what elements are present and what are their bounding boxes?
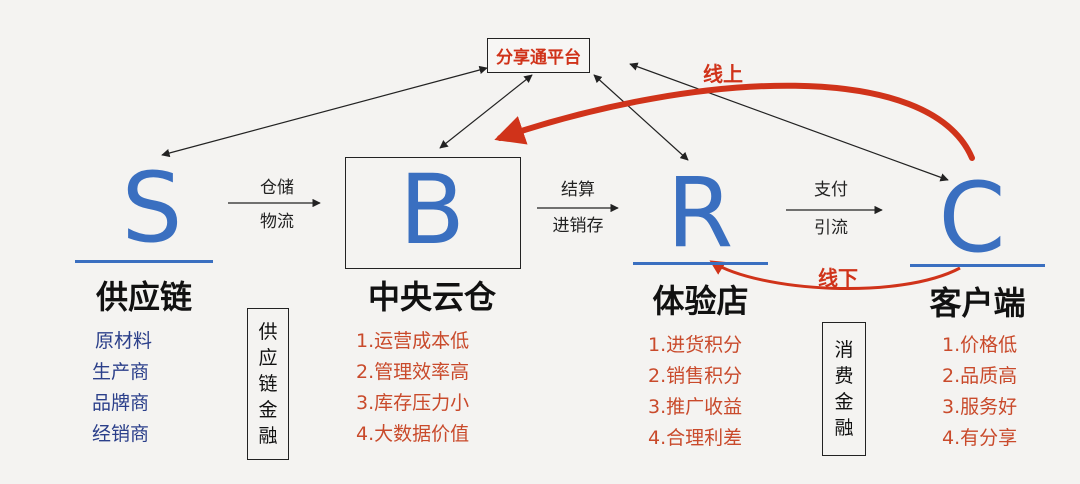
node-c-list: 1.价格低 2.品质高 3.服务好 4.有分享 [942, 330, 1017, 454]
finance-char: 金 [834, 391, 854, 413]
node-s-title: 供应链 [95, 278, 192, 316]
node-b-letter: B [399, 154, 465, 266]
list-item: 3.推广收益 [648, 396, 743, 418]
edge-s-b-top: 仓储 [260, 178, 294, 198]
node-s-list: 原材料 生产商 品牌商 经销商 [92, 326, 152, 450]
node-s-underline [75, 260, 213, 263]
link-platform-r [593, 74, 689, 161]
finance-char: 链 [258, 373, 278, 395]
link-platform-c [629, 62, 949, 182]
finance-char: 金 [258, 399, 278, 421]
offline-label: 线下 [818, 266, 858, 290]
node-s-letter: S [121, 152, 183, 264]
list-item: 2.管理效率高 [356, 361, 470, 383]
edge-b-r-top: 结算 [561, 180, 595, 200]
edge-s-b-bottom: 物流 [260, 212, 294, 232]
consumer-finance-box: 消 费 金 融 [822, 322, 866, 456]
list-item: 3.库存压力小 [356, 392, 470, 414]
list-item: 4.有分享 [942, 427, 1018, 449]
node-b-title: 中央云仓 [367, 278, 496, 316]
list-item: 1.运营成本低 [356, 330, 470, 352]
node-r-letter: R [666, 157, 734, 269]
list-item: 原材料 [95, 330, 153, 352]
list-item: 经销商 [92, 423, 150, 445]
finance-char: 费 [834, 365, 854, 387]
link-platform-s [161, 65, 488, 158]
finance-char: 融 [834, 417, 854, 439]
list-item: 3.服务好 [942, 396, 1018, 418]
list-item: 品牌商 [92, 392, 150, 414]
link-platform-b [439, 74, 533, 149]
finance-char: 应 [258, 347, 278, 369]
node-r-list: 1.进货积分 2.销售积分 3.推广收益 4.合理利差 [648, 330, 742, 454]
list-item: 1.进货积分 [648, 334, 743, 356]
list-item: 生产商 [92, 361, 150, 383]
finance-char: 消 [834, 339, 854, 361]
node-c-underline [910, 264, 1045, 267]
node-b-list: 1.运营成本低 2.管理效率高 3.库存压力小 4.大数据价值 [356, 326, 469, 450]
finance-char: 供 [258, 321, 278, 343]
supply-chain-finance-box: 供 应 链 金 融 [247, 308, 289, 460]
node-c-letter: C [938, 162, 1006, 274]
platform-box: 分享通平台 [487, 38, 590, 73]
list-item: 2.品质高 [942, 365, 1018, 387]
list-item: 4.大数据价值 [356, 423, 470, 445]
node-r-title: 体验店 [652, 282, 749, 320]
list-item: 1.价格低 [942, 334, 1018, 356]
edge-b-r-bottom: 进销存 [552, 216, 604, 236]
platform-label: 分享通平台 [496, 48, 581, 68]
online-curve [494, 82, 975, 161]
edge-r-c-bottom: 引流 [814, 218, 848, 238]
offline-curve [709, 260, 961, 290]
list-item: 4.合理利差 [648, 427, 743, 449]
online-label: 线上 [703, 62, 743, 86]
list-item: 2.销售积分 [648, 365, 743, 387]
finance-char: 融 [258, 425, 278, 447]
edge-r-c-top: 支付 [814, 180, 848, 200]
node-c-title: 客户端 [929, 284, 1026, 322]
node-r-underline [633, 262, 768, 265]
node-b-box [345, 157, 521, 269]
